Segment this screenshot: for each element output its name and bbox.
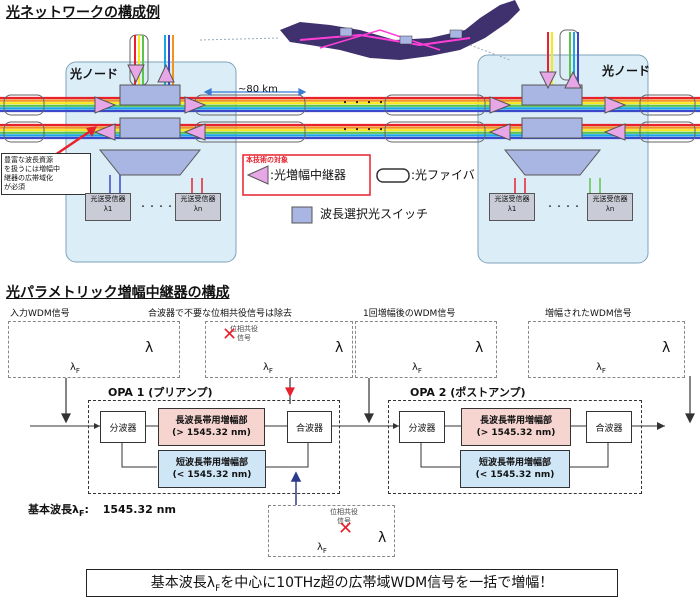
amplifier-legend: :光増幅中継器	[270, 168, 347, 182]
fiber-bundle-upper	[0, 96, 700, 113]
lambda-axis-4: λ	[662, 340, 671, 356]
opa2-label: OPA 2 (ポストアンプ)	[410, 386, 526, 399]
receiver-lambda: λ1	[103, 205, 113, 213]
removed-cross-icon: ✕	[222, 324, 238, 345]
map-illustration	[199, 0, 520, 61]
tech-target-label: 本技術の対象	[246, 156, 288, 164]
opa1-splitter: 分波器	[100, 411, 146, 443]
phase-conj-label-1: 位相共役信号	[230, 325, 258, 342]
lambda-f-1: λF	[70, 362, 80, 375]
receiver-lambda: λn	[193, 205, 203, 213]
fiber-legend: :光ファイバ	[411, 168, 475, 182]
distance-label: ~80 km	[238, 84, 278, 95]
node-right-label: 光ノード	[602, 64, 651, 78]
receiver-right-1: 光送受信器 λ1	[489, 193, 535, 221]
section2-title: 光パラメトリック増幅中継器の構成	[6, 285, 230, 301]
opa2-long-amp: 長波長帯用増幅部(> 1545.32 nm)	[461, 408, 571, 446]
fiber-bundle-lower	[0, 123, 700, 140]
opa2-block	[388, 400, 642, 494]
callout-line-2: を扱うには増幅中	[4, 165, 60, 173]
lambda-axis-1: λ	[145, 340, 154, 356]
opa2-short-amp: 短波長帯用増幅部(< 1545.32 nm)	[460, 450, 570, 488]
opa1-block	[88, 400, 340, 494]
removed-cross-icon: ✕	[338, 518, 354, 539]
lambda-f-4: λF	[596, 362, 606, 375]
receiver-lambda: λ1	[507, 205, 517, 213]
spectrum-fundamental	[268, 505, 395, 557]
section1-title: 光ネットワークの構成例	[6, 5, 160, 21]
phase-conj-label-2: 位相共役信号	[330, 508, 358, 525]
input-wdm-label: 入力WDM信号	[10, 309, 70, 319]
receiver-dots-left: ・・・・	[139, 202, 175, 211]
base-wavelength-label: 基本波長λF: 1545.32 nm	[28, 503, 176, 519]
summary-text: 基本波長λFを中心に10THz超の広帯域WDM信号を一括で増幅！	[150, 575, 554, 594]
opa2-combiner: 合波器	[586, 411, 632, 443]
lambda-f-5: λF	[317, 542, 327, 555]
combiner-note: 合波器で不要な位相共役信号は除去	[148, 309, 293, 319]
receiver-lambda: λn	[605, 205, 615, 213]
fiber-dots-lower: ・・・・	[340, 125, 388, 136]
wideband-callout: 豊富な波長資源 を扱うには増幅中 継器の広帯域化 が必須	[1, 153, 91, 195]
switch-legend: 波長選択光スイッチ	[320, 207, 429, 221]
receiver-label: 光送受信器	[180, 195, 216, 203]
amplifier-triangles	[93, 63, 627, 141]
callout-line-4: が必須	[4, 183, 25, 191]
summary-banner: 基本波長λFを中心に10THz超の広帯域WDM信号を一括で増幅！	[86, 569, 618, 597]
receiver-left-1: 光送受信器 λ1	[85, 193, 131, 221]
lambda-f-2: λF	[263, 362, 273, 375]
callout-line-3: 継器の広帯域化	[4, 174, 53, 182]
wavelength-switches	[98, 84, 602, 176]
lambda-axis-2: λ	[335, 340, 344, 356]
spectrum-after-combiner	[205, 321, 353, 378]
opa2-splitter: 分波器	[399, 411, 445, 443]
receiver-dots-right: ・・・・	[546, 202, 582, 211]
amplified-wdm-label: 増幅されたWDM信号	[545, 309, 632, 319]
opa1-short-amp: 短波長帯用増幅部(< 1545.32 nm)	[158, 450, 266, 488]
spectrum-after-opa1	[355, 321, 497, 378]
callout-line-1: 豊富な波長資源	[4, 156, 53, 164]
lambda-axis-3: λ	[475, 340, 484, 356]
lambda-f-3: λF	[412, 362, 422, 375]
opa1-long-amp: 長波長帯用増幅部(> 1545.32 nm)	[158, 408, 265, 446]
fiber-dots-upper: ・・・・	[340, 98, 388, 109]
receiver-left-n: 光送受信器 λn	[175, 193, 221, 221]
opa1-combiner: 合波器	[287, 411, 332, 443]
receiver-right-n: 光送受信器 λn	[587, 193, 633, 221]
receiver-label: 光送受信器	[592, 195, 628, 203]
receiver-label: 光送受信器	[494, 195, 530, 203]
spectrum-output	[528, 321, 685, 378]
opa1-label: OPA 1 (プリアンプ)	[108, 386, 213, 399]
receiver-label: 光送受信器	[90, 195, 126, 203]
after-first-amp-label: 1回増幅後のWDM信号	[363, 309, 456, 319]
node-left-label: 光ノード	[70, 67, 119, 81]
lambda-axis-5: λ	[378, 530, 387, 546]
spectrum-input	[8, 321, 180, 378]
